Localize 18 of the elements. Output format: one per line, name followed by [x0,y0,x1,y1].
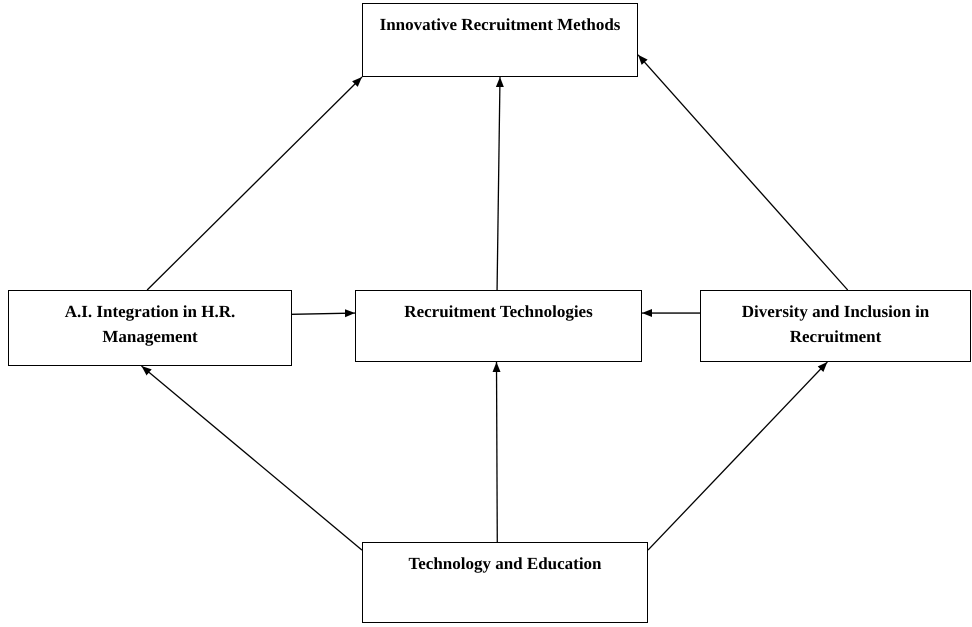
arrow [642,309,700,318]
box-label: Recruitment Technologies [404,301,593,323]
arrow [146,76,362,290]
arrow [292,309,356,318]
arrow [492,362,501,542]
box-label: Innovative Recruitment Methods [380,14,620,36]
process-box [355,290,642,362]
process-box [362,542,648,623]
arrow [141,366,362,551]
process-box [362,3,638,77]
arrow [496,77,504,290]
arrow [638,54,848,290]
process-box [700,290,971,362]
box-label: A.I. Integration in H.R. Management [64,301,236,348]
process-box [8,290,292,366]
box-label: Technology and Education [408,553,602,575]
box-label: Diversity and Inclusion in Recruitment [740,301,930,348]
arrow [648,362,828,551]
